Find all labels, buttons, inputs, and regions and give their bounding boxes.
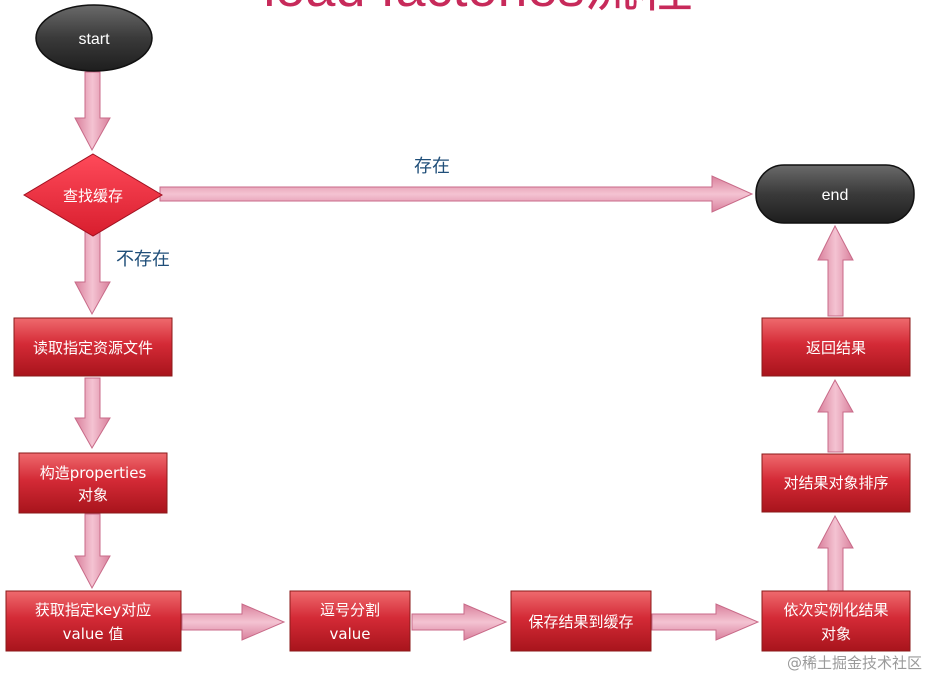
build-properties-label-2: 对象 <box>78 486 108 504</box>
instantiate-label-1: 依次实例化结果 <box>783 601 888 619</box>
start-node: start <box>35 4 153 72</box>
read-file-step: 读取指定资源文件 <box>13 317 173 377</box>
get-value-label-2: value 值 <box>63 625 124 643</box>
read-file-label: 读取指定资源文件 <box>33 339 153 357</box>
return-result-label: 返回结果 <box>806 339 866 357</box>
arrow-find-cache-to-read-file <box>74 231 111 316</box>
arrow-find-cache-to-end <box>159 175 754 213</box>
end-label: end <box>822 187 849 204</box>
arrow-start-to-find-cache <box>74 71 111 152</box>
arrow-split-to-save-cache <box>411 603 508 641</box>
find-cache-label: 查找缓存 <box>63 187 123 205</box>
instantiate-label-2: 对象 <box>821 625 851 643</box>
arrow-build-props-to-get-value <box>74 513 111 590</box>
split-value-label-1: 逗号分割 <box>320 601 380 619</box>
edge-label-not-exists: 不存在 <box>116 249 170 270</box>
save-cache-step: 保存结果到缓存 <box>510 590 652 652</box>
build-properties-step: 构造properties 对象 <box>18 452 168 514</box>
start-label: start <box>78 31 110 48</box>
edge-label-exists: 存在 <box>414 156 450 177</box>
sort-results-step: 对结果对象排序 <box>761 453 911 513</box>
instantiate-step: 依次实例化结果 对象 <box>761 590 911 652</box>
find-cache-decision: 查找缓存 <box>23 153 163 237</box>
return-result-step: 返回结果 <box>761 317 911 377</box>
save-cache-label: 保存结果到缓存 <box>528 613 633 631</box>
watermark: @稀土掘金技术社区 <box>787 654 922 672</box>
arrow-save-cache-to-instantiate <box>651 603 760 641</box>
diagram-title: load factories流程 <box>263 0 692 18</box>
split-value-step: 逗号分割 value <box>289 590 411 652</box>
end-node: end <box>755 164 915 224</box>
split-value-label-2: value <box>330 625 371 643</box>
arrow-read-file-to-build-props <box>74 377 111 449</box>
sort-results-label: 对结果对象排序 <box>783 474 888 492</box>
get-value-step: 获取指定key对应 value 值 <box>5 590 182 652</box>
arrow-get-value-to-split <box>181 603 286 641</box>
arrow-return-to-end <box>817 224 854 317</box>
build-properties-label-1: 构造properties <box>40 464 147 482</box>
arrow-sort-to-return <box>817 378 854 453</box>
get-value-label-1: 获取指定key对应 <box>35 601 151 619</box>
arrow-instantiate-to-sort <box>817 514 854 593</box>
